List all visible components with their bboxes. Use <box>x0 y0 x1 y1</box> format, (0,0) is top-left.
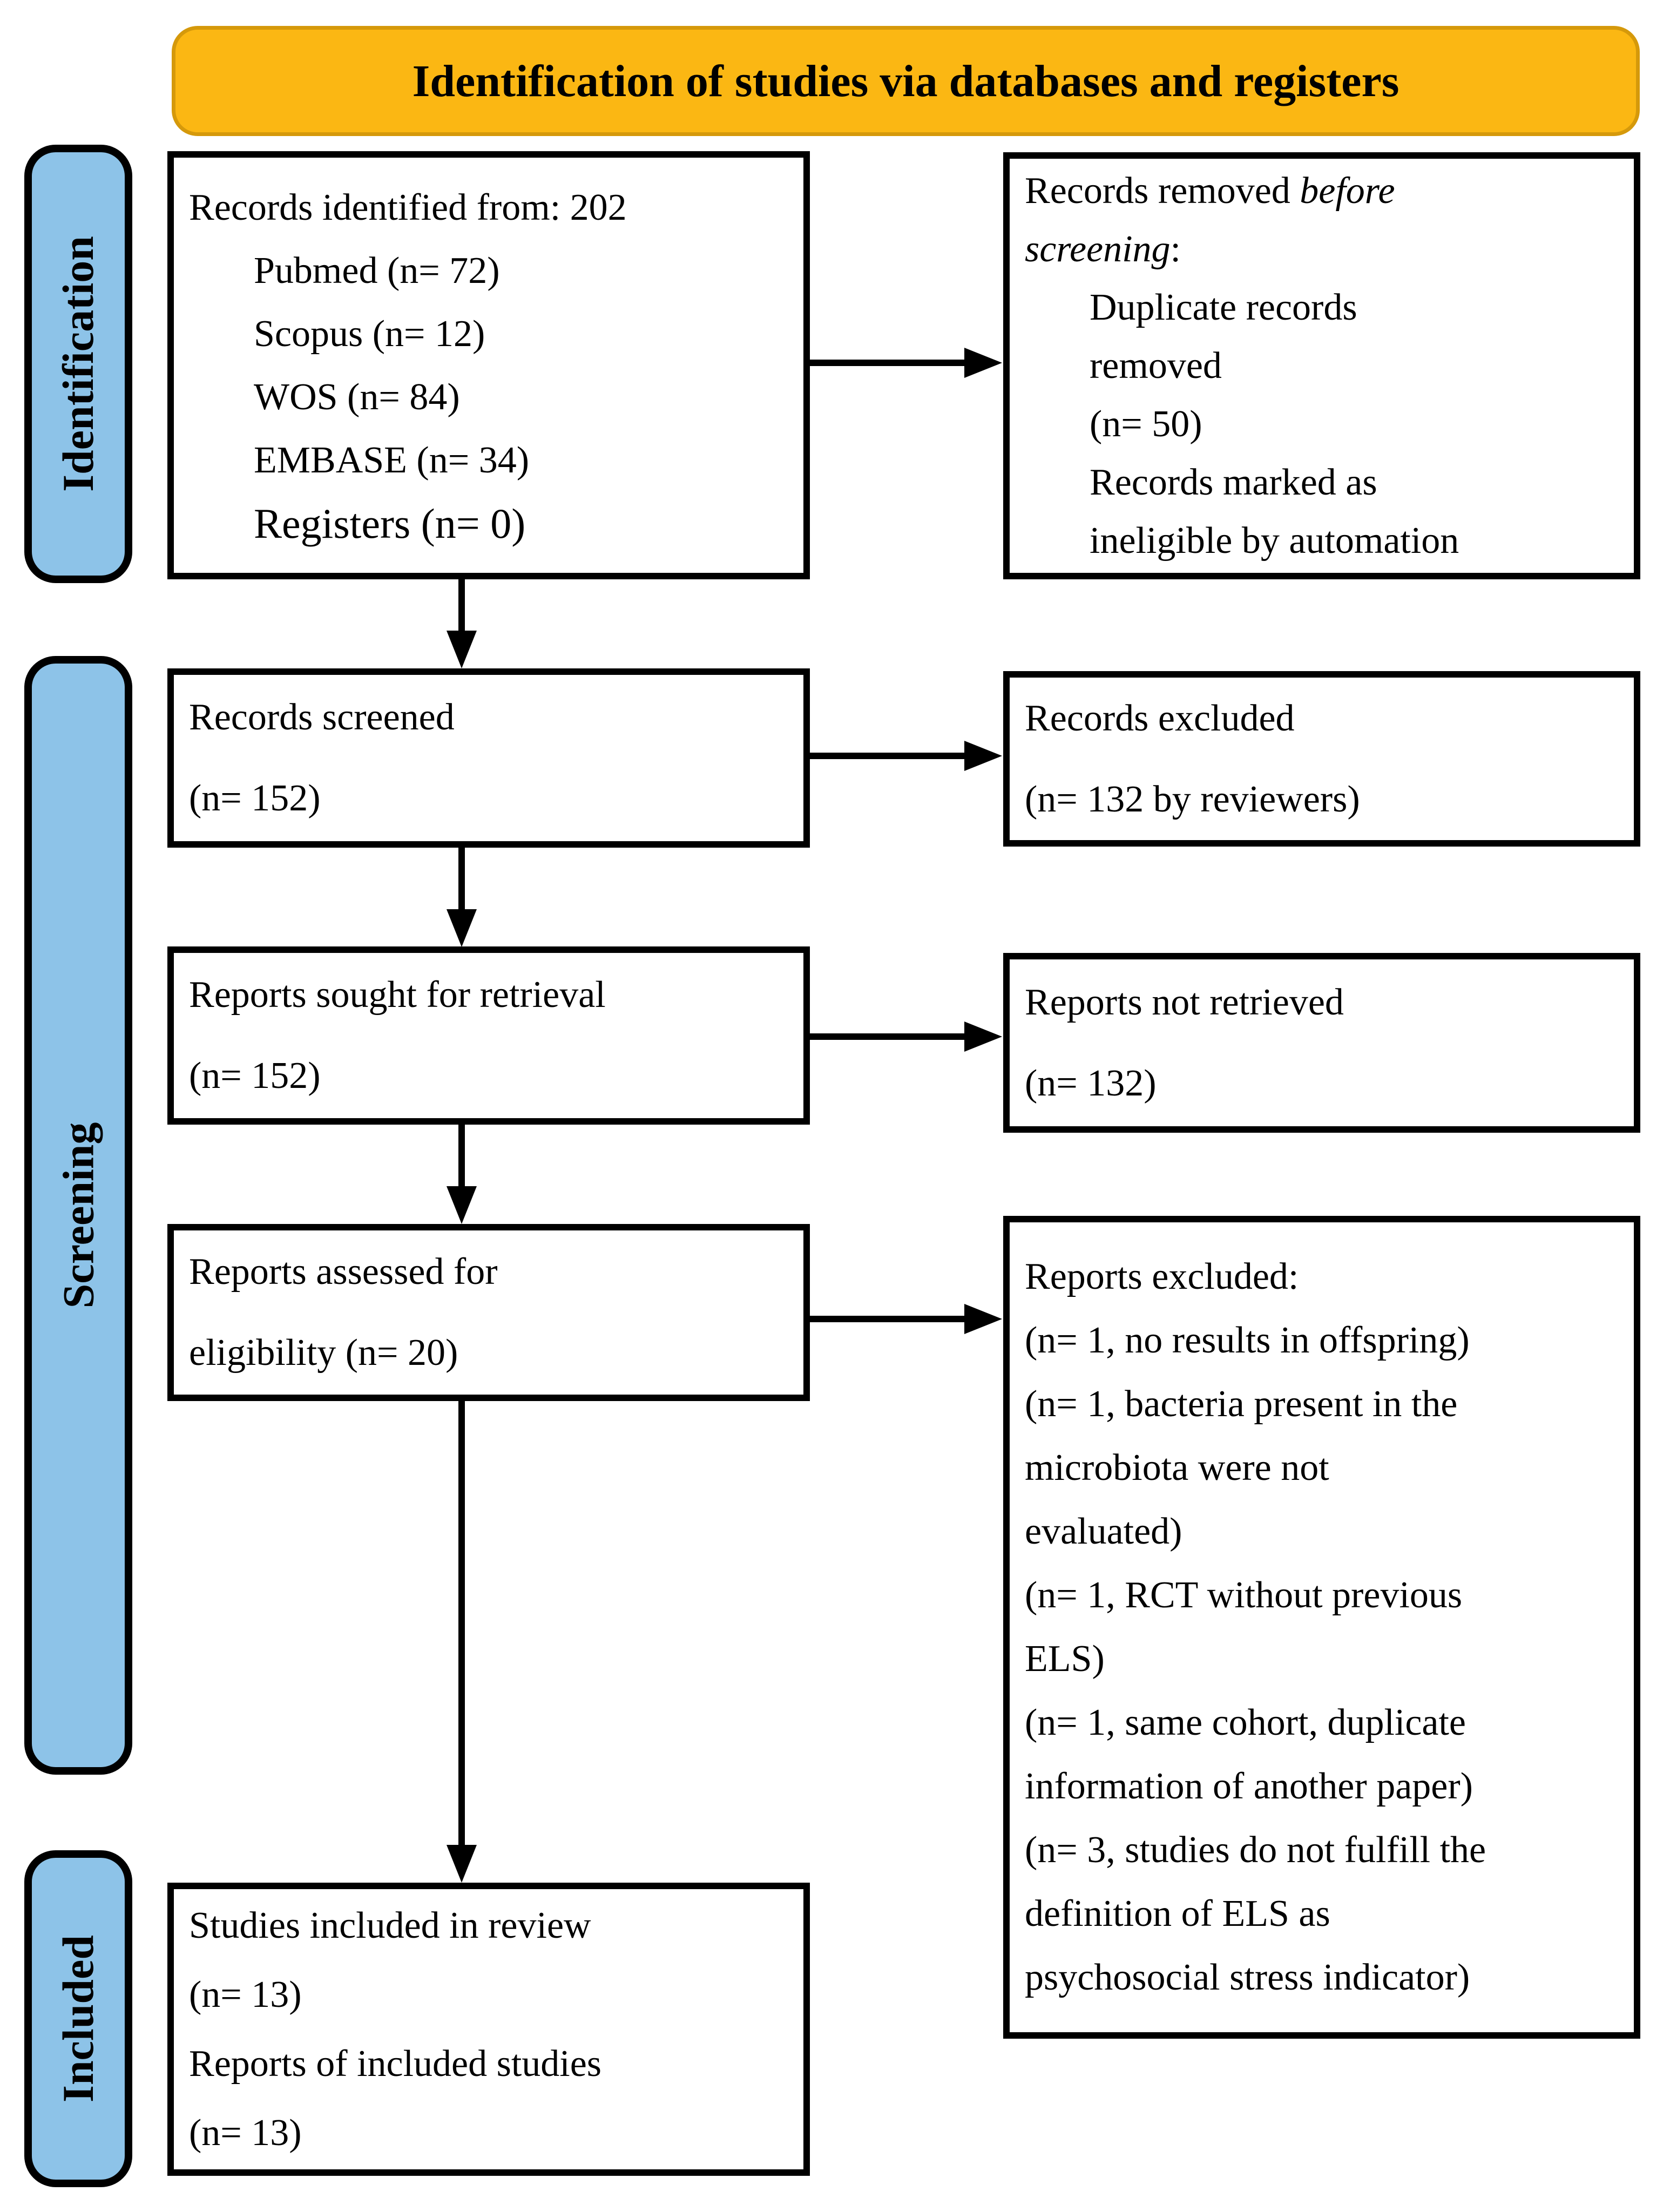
title-banner: Identification of studies via databases … <box>172 26 1640 136</box>
text-line: microbiota were not <box>1025 1447 1329 1489</box>
box-reports-assessed: Reports assessed for eligibility (n= 20) <box>167 1224 810 1401</box>
text-line: Duplicate records <box>1090 286 1357 328</box>
arrow-identified-to-removed-stem <box>810 360 965 366</box>
stage-label-screening: Screening <box>53 1122 103 1309</box>
arrow-sought-to-assessed-head <box>447 1186 477 1224</box>
stage-band-identification: Identification <box>24 145 132 583</box>
text-line: Registers (n= 0) <box>254 499 526 547</box>
text-line: (n= 152) <box>189 1055 321 1097</box>
text-line: Records identified from: 202 <box>189 186 627 228</box>
stage-band-screening: Screening <box>24 656 132 1775</box>
arrow-assessed-to-included-stem <box>458 1401 465 1846</box>
text-line: ELS) <box>1025 1638 1105 1680</box>
arrow-sought-to-assessed-stem <box>458 1125 465 1187</box>
box-records-excluded: Records excluded (n= 132 by reviewers) <box>1003 671 1640 847</box>
text-line: Records screened <box>189 696 455 738</box>
arrow-identified-to-removed-head <box>964 348 1002 378</box>
text-line: EMBASE (n= 34) <box>254 439 530 481</box>
box-records-screened: Records screened (n= 152) <box>167 668 810 848</box>
text-line: Reports sought for retrieval <box>189 974 606 1016</box>
text-line: ineligible by automation <box>1090 519 1459 562</box>
box-reports-excluded-reasons: Reports excluded: (n= 1, no results in of… <box>1003 1216 1640 2039</box>
text-line: (n= 13) <box>189 2112 302 2154</box>
text-line: Records removed before <box>1025 170 1395 212</box>
arrow-screened-to-excluded-stem <box>810 753 965 759</box>
text-line: (n= 132) <box>1025 1062 1157 1104</box>
text-line: (n= 1, RCT without previous <box>1025 1574 1463 1616</box>
text-line: Scopus (n= 12) <box>254 313 485 355</box>
text-line: eligibility (n= 20) <box>189 1332 458 1374</box>
text-line: (n= 1, same cohort, duplicate <box>1025 1702 1466 1743</box>
text-line: psychosocial stress indicator) <box>1025 1957 1470 1998</box>
text-line: Records excluded <box>1025 697 1295 739</box>
text-line: (n= 1, bacteria present in the <box>1025 1383 1458 1425</box>
text-line: definition of ELS as <box>1025 1893 1330 1934</box>
box-records-removed-before-screening: Records removed before screening: Duplicat… <box>1003 152 1640 579</box>
text-line: Records marked as <box>1090 461 1377 503</box>
text-line: (n= 50) <box>1090 403 1202 445</box>
text-line: Reports assessed for <box>189 1251 498 1293</box>
box-reports-sought: Reports sought for retrieval (n= 152) <box>167 946 810 1125</box>
text-line: (n= 152) <box>189 777 321 819</box>
text-line: information of another paper) <box>1025 1765 1473 1807</box>
text-line: Studies included in review <box>189 1904 591 1946</box>
stage-label-included: Included <box>53 1935 103 2102</box>
box-reports-not-retrieved: Reports not retrieved (n= 132) <box>1003 953 1640 1133</box>
arrow-screened-to-excluded-head <box>964 741 1002 771</box>
arrow-sought-to-notretrieved-head <box>964 1022 1002 1052</box>
text-line: Reports of included studies <box>189 2042 602 2085</box>
arrow-screened-to-sought-head <box>447 909 477 947</box>
stage-band-included: Included <box>24 1850 132 2187</box>
arrow-identified-to-screened-stem <box>458 579 465 632</box>
page-title: Identification of studies via databases … <box>412 56 1399 106</box>
text-line: evaluated) <box>1025 1511 1182 1552</box>
text-line: (n= 3, studies do not fulfill the <box>1025 1829 1486 1871</box>
text-line: WOS (n= 84) <box>254 376 460 418</box>
stage-label-identification: Identification <box>53 236 103 492</box>
text-line: (n= 1, no results in offspring) <box>1025 1320 1470 1361</box>
text-line: screening: <box>1025 228 1181 270</box>
arrow-assessed-to-included-head <box>447 1845 477 1883</box>
text-line: removed <box>1090 344 1222 387</box>
box-studies-included: Studies included in review (n= 13) Reports… <box>167 1883 810 2176</box>
arrow-identified-to-screened-head <box>447 631 477 668</box>
arrow-assessed-to-reportsexcluded-head <box>964 1304 1002 1334</box>
arrow-sought-to-notretrieved-stem <box>810 1033 965 1040</box>
text-line: Reports not retrieved <box>1025 981 1344 1023</box>
text-line: (n= 132 by reviewers) <box>1025 778 1360 820</box>
text-line: Pubmed (n= 72) <box>254 249 500 292</box>
text-line: Reports excluded: <box>1025 1256 1299 1297</box>
arrow-screened-to-sought-stem <box>458 848 465 910</box>
text-line: (n= 13) <box>189 1973 302 2015</box>
arrow-assessed-to-reportsexcluded-stem <box>810 1316 965 1322</box>
